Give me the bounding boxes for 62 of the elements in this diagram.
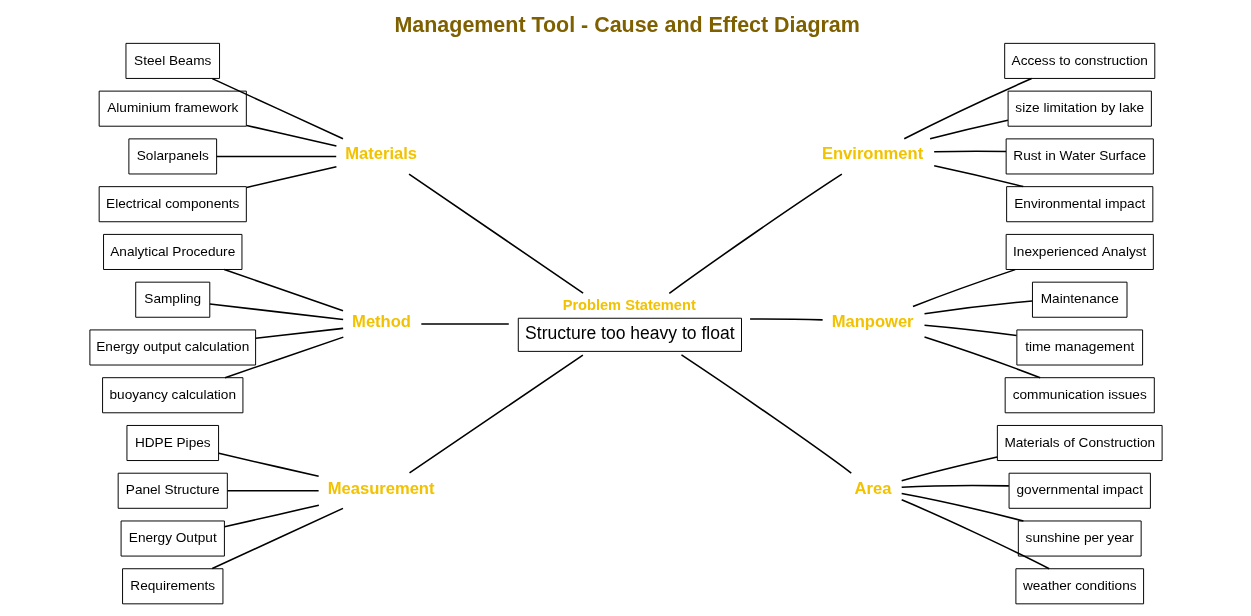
node-box: Maintenance — [1031, 281, 1127, 318]
connector — [932, 150, 1007, 153]
connector — [923, 300, 1033, 315]
node-box: Aluminium framework — [98, 90, 247, 127]
node-box: size limitation by lake — [1007, 90, 1152, 127]
connector — [932, 164, 1024, 188]
node-box: Environmental impact — [1005, 186, 1153, 223]
node-box: Materials of Construction — [996, 424, 1163, 462]
connector — [211, 77, 344, 140]
connector — [407, 173, 584, 294]
connector — [911, 268, 1016, 308]
connector — [211, 507, 344, 570]
connector — [223, 504, 320, 528]
node-text: Measurement — [327, 478, 435, 498]
node-box: sunshine per year — [1017, 520, 1142, 557]
connector — [748, 318, 823, 321]
connector — [420, 323, 510, 325]
diagram-title: Management Tool - Cause and Effect Diagram — [394, 13, 860, 38]
connector — [245, 166, 337, 189]
node-label: Problem Statement — [562, 297, 696, 314]
connector — [680, 354, 852, 474]
connector — [215, 155, 337, 158]
connector — [900, 499, 1050, 570]
connector — [900, 484, 1010, 488]
connector — [408, 354, 584, 474]
connector — [900, 492, 1024, 522]
node-box: Energy Output — [120, 520, 225, 557]
node-box: time management — [1015, 329, 1143, 366]
node-box: Steel Beams — [124, 42, 220, 79]
connector — [226, 490, 319, 492]
node-text: Manpower — [831, 312, 914, 332]
node-box: Energy output calculation — [88, 329, 256, 366]
node-box: buoyancy calculation — [101, 377, 243, 414]
node-box: Sampling — [134, 281, 210, 318]
connector — [222, 268, 344, 312]
node-box: Inexperienced Analyst — [1005, 233, 1154, 270]
node-text: Area — [854, 478, 891, 498]
connector — [928, 119, 1009, 140]
connector — [902, 77, 1032, 140]
node-box: weather conditions — [1014, 568, 1144, 605]
node-box: Electrical components — [98, 186, 247, 223]
connector — [254, 327, 344, 339]
node-box: Structure too heavy to float — [517, 317, 742, 352]
node-box: Solarpanels — [127, 138, 217, 175]
node-box: Requirements — [121, 568, 223, 605]
node-box: Rust in Water Surface — [1005, 138, 1154, 175]
connector — [223, 336, 344, 379]
connector — [668, 173, 843, 295]
node-box: Panel Structure — [117, 472, 228, 509]
connector — [245, 124, 337, 147]
node-box: Access to construction — [1003, 42, 1155, 79]
node-box: communication issues — [1004, 377, 1155, 414]
node-text: Materials — [344, 144, 417, 164]
connector — [217, 452, 319, 478]
connector — [900, 456, 998, 482]
node-box: HDPE Pipes — [125, 424, 219, 462]
node-text: Method — [351, 312, 411, 332]
connector — [208, 303, 344, 321]
node-box: Analytical Procedure — [102, 233, 242, 270]
connector — [923, 324, 1017, 337]
node-box: governmental impact — [1008, 472, 1151, 509]
node-text: Environment — [821, 144, 923, 164]
